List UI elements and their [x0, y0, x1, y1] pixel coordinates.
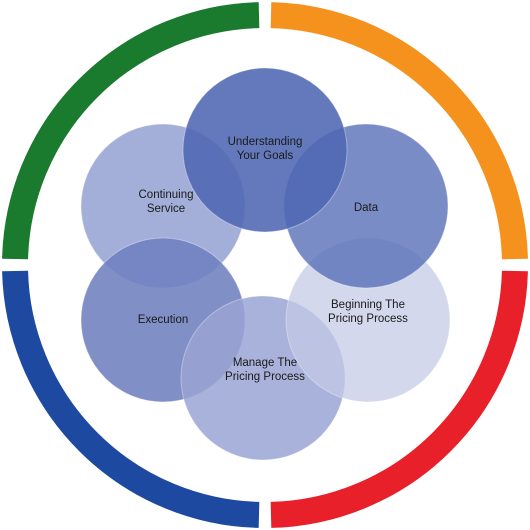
node-label-beginning-line-1: Beginning The: [331, 299, 405, 311]
ring-segment-bottom-right: [270, 270, 528, 528]
node-label-continuing-line-1: Continuing: [139, 189, 194, 201]
node-label-understanding-line-2: Your Goals: [237, 150, 294, 162]
node-label-data-line-1: Data: [354, 202, 379, 214]
node-label-continuing-line-2: Service: [147, 203, 185, 215]
node-label-manage-line-2: Pricing Process: [225, 371, 305, 383]
ring-segment-top-left: [2, 2, 260, 260]
node-label-manage-line-1: Manage The: [233, 357, 297, 369]
ring-segment-top-right: [270, 2, 528, 260]
node-circle-understanding: [182, 67, 348, 233]
node-label-execution-line-1: Execution: [138, 314, 189, 326]
node-label-understanding-line-1: Understanding: [228, 136, 303, 148]
node-label-beginning-line-2: Pricing Process: [328, 313, 408, 325]
ring-segment-bottom-left: [2, 270, 260, 528]
